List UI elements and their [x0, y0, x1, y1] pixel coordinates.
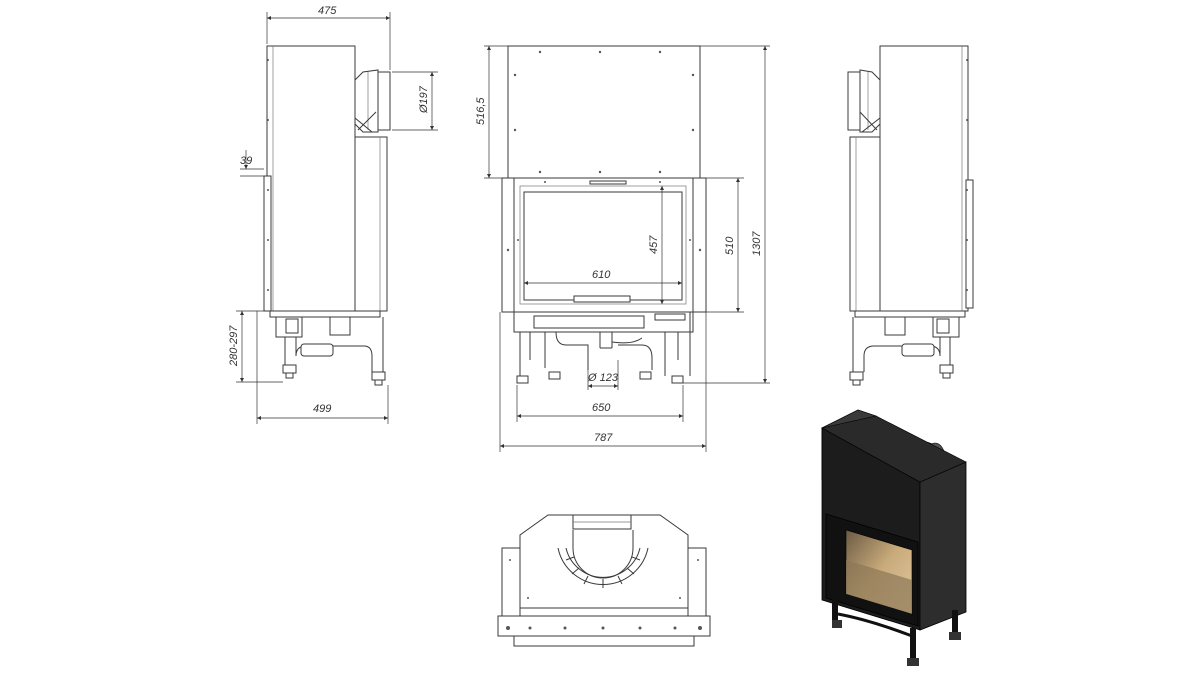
- dim-side-top-width-label: 475: [318, 5, 337, 17]
- top-view-rivets: [506, 559, 702, 630]
- dim-side-offset: 39: [240, 150, 264, 177]
- door-rivets: [506, 181, 702, 252]
- dim-total-width-label: 787: [594, 432, 613, 444]
- dim-glass-width-label: 610: [592, 269, 611, 281]
- dim-glass-width: 610: [524, 269, 682, 286]
- dim-leg-height-label: 280-297: [228, 325, 240, 367]
- dim-leg-span-width: 650: [516, 385, 684, 422]
- top-view: [497, 514, 711, 647]
- dim-frame-height: 510: [706, 177, 744, 313]
- isometric-render: [821, 409, 967, 666]
- dim-front-top-height-label: 516,5: [475, 97, 487, 125]
- dim-total-height: 1307: [683, 45, 770, 384]
- dim-flue-diameter-label: Ø197: [418, 85, 430, 114]
- dim-total-height-label: 1307: [751, 231, 763, 256]
- front-rivets: [513, 50, 695, 174]
- dim-total-width: 787: [499, 312, 707, 452]
- dim-side-top-width: 475: [266, 5, 391, 70]
- side-view-right: [847, 45, 974, 386]
- dim-front-top-height: 516,5: [475, 45, 508, 179]
- dim-side-bottom-width-label: 499: [313, 403, 331, 415]
- dim-leg-span-width-label: 650: [592, 402, 611, 414]
- front-view: [501, 45, 707, 384]
- dim-door-height-label: 457: [648, 235, 660, 254]
- side-left-rivets: [267, 59, 269, 291]
- dim-leg-height: 280-297: [228, 310, 283, 383]
- side-view-left: [263, 45, 391, 386]
- dim-side-offset-label: 39: [240, 155, 252, 167]
- side-right-rivets: [966, 59, 968, 291]
- dim-bottom-outlet: Ø 123: [587, 360, 619, 390]
- dim-side-bottom-width: 499: [256, 311, 389, 424]
- dim-flue-diameter: Ø197: [392, 71, 438, 131]
- dim-bottom-outlet-label: Ø 123: [587, 372, 619, 384]
- dim-frame-height-label: 510: [724, 236, 736, 255]
- top-view-ribs: [565, 556, 641, 588]
